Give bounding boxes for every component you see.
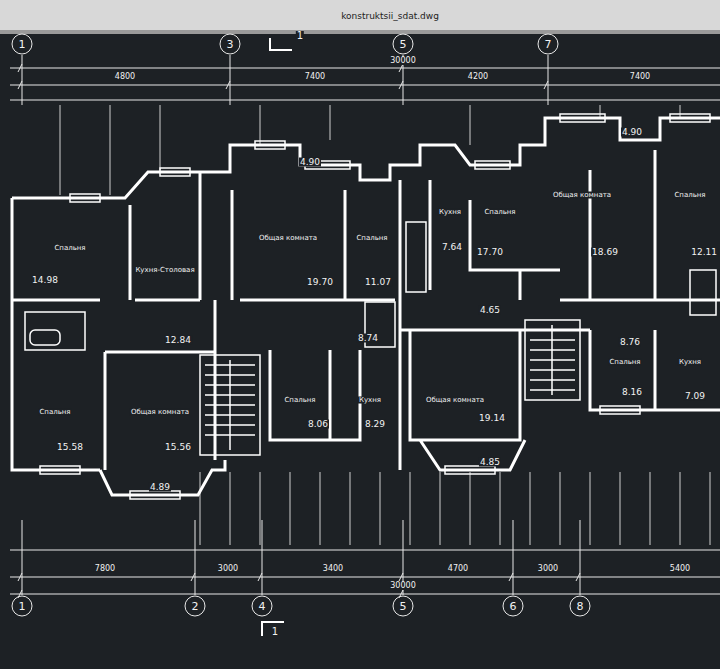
plan-label: 4.90: [299, 158, 321, 167]
plan-label: Спальня: [483, 209, 516, 216]
plan-label: 4200: [467, 73, 489, 81]
axis-label: 6: [509, 601, 518, 612]
axis-label: 4: [258, 601, 267, 612]
plan-label: 4700: [447, 565, 469, 573]
axis-label: 7: [544, 39, 553, 50]
axis-label: 1: [18, 39, 27, 50]
plan-label: Кухня: [678, 359, 702, 366]
plan-label: 8.76: [619, 338, 641, 347]
plan-label: Общая комната: [425, 397, 485, 404]
plan-label: 3000: [217, 565, 239, 573]
plan-label: 5400: [669, 565, 691, 573]
plan-label: Спальня: [283, 397, 316, 404]
axis-label: 1: [18, 601, 27, 612]
plan-label: Общая комната: [552, 192, 612, 199]
plan-label: 7400: [304, 73, 326, 81]
plan-label: 7800: [94, 565, 116, 573]
plan-label: Кухня: [358, 397, 382, 404]
plan-label: 4800: [114, 73, 136, 81]
plan-label: 8.74: [357, 334, 379, 343]
plan-label: 8.06: [307, 420, 329, 429]
section-mark: 1: [296, 31, 304, 41]
file-name: konstruktsii_sdat.dwg: [340, 12, 440, 21]
plan-label: 15.58: [56, 443, 84, 452]
plan-label: Спальня: [38, 409, 71, 416]
axis-label: 3: [226, 39, 235, 50]
plan-label: 4.90: [621, 128, 643, 137]
plan-label: Спальня: [673, 192, 706, 199]
plan-label: 4.89: [149, 483, 171, 492]
axis-label: 5: [399, 601, 408, 612]
plan-label: 30000: [389, 57, 416, 65]
plan-label: Спальня: [355, 235, 388, 242]
plan-label: Спальня: [608, 359, 641, 366]
plan-label: 7.64: [441, 243, 463, 252]
plan-label: 15.56: [164, 443, 192, 452]
plan-label: Общая комната: [258, 235, 318, 242]
plan-label: 8.16: [621, 388, 643, 397]
plan-label: 12.11: [690, 248, 718, 257]
plan-label: Кухня-Столовая: [134, 267, 195, 274]
plan-label: 8.29: [364, 420, 386, 429]
plan-label: 18.69: [591, 248, 619, 257]
plan-label: 17.70: [476, 248, 504, 257]
plan-label: 3400: [322, 565, 344, 573]
plan-label: 11.07: [364, 278, 392, 287]
plan-label: 30000: [389, 582, 416, 590]
plan-label: 14.98: [31, 276, 59, 285]
axis-label: 2: [191, 601, 200, 612]
axis-label: 5: [399, 39, 408, 50]
plan-label: 3000: [537, 565, 559, 573]
plan-label: 7.09: [684, 392, 706, 401]
plan-label: Кухня: [438, 209, 462, 216]
plan-label: 19.14: [478, 414, 506, 423]
axis-label: 8: [576, 601, 585, 612]
section-mark: 1: [271, 627, 279, 637]
plan-label: Спальня: [53, 245, 86, 252]
plan-label: 7400: [629, 73, 651, 81]
plan-label: 12.84: [164, 336, 192, 345]
plan-label: 19.70: [306, 278, 334, 287]
plan-label: 4.85: [479, 458, 501, 467]
plan-label: Общая комната: [130, 409, 190, 416]
plan-label: 4.65: [479, 306, 501, 315]
